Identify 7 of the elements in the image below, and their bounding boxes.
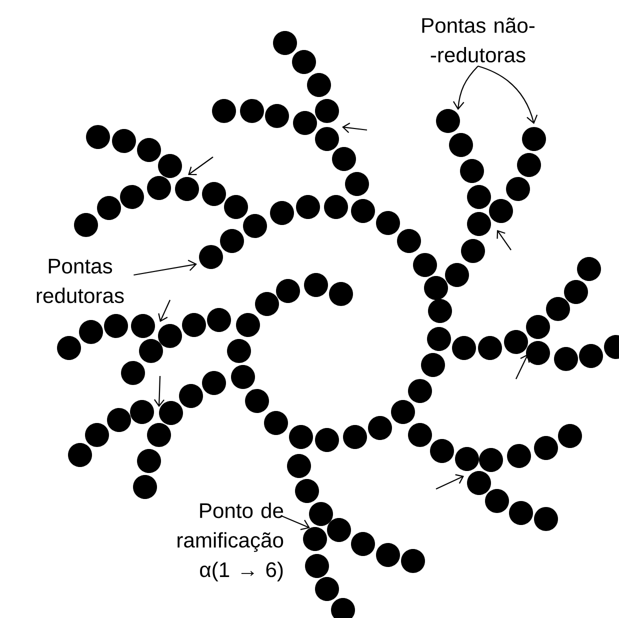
leader-arrow (134, 260, 197, 276)
leader-arrow (478, 66, 538, 124)
label-text: Pontas redutoras (36, 258, 124, 304)
leader-arrow (281, 515, 310, 530)
leader-arrow (452, 66, 478, 110)
label-text: Pontas não- -redutoras (422, 18, 534, 62)
label-text: Ponto de ramificação α(1 → 6) (178, 502, 284, 582)
